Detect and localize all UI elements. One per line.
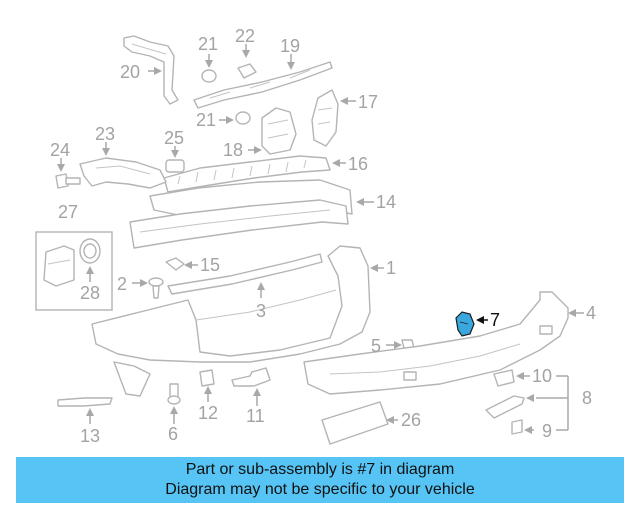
callout-17[interactable]: 17 [358,92,378,112]
part-25-clip[interactable] [165,159,185,173]
callout-18[interactable]: 18 [223,140,243,160]
part-7-highlighted[interactable] [455,311,475,337]
part-21-clip-upper[interactable] [201,69,217,83]
callout-28[interactable]: 28 [80,283,100,303]
part-11-bracket[interactable] [231,367,271,387]
callout-9[interactable]: 9 [542,421,552,441]
callout-1[interactable]: 1 [386,258,396,278]
part-20-bracket[interactable] [123,35,179,105]
part-21-clip-lower[interactable] [235,111,251,125]
part-19-strip[interactable] [193,61,333,109]
part-17-bracket[interactable] [311,89,339,147]
callouts: 20 21 22 19 21 17 18 23 24 25 16 14 27 2… [50,26,596,446]
callout-5[interactable]: 5 [371,336,381,356]
callout-14[interactable]: 14 [376,192,396,212]
callout-11[interactable]: 11 [246,406,265,426]
part-3-molding[interactable] [167,253,323,295]
callout-3[interactable]: 3 [256,301,266,321]
callout-24[interactable]: 24 [50,140,70,160]
part-lower-corner[interactable] [113,361,151,397]
callout-7[interactable]: 7 [490,310,500,330]
callout-10[interactable]: 10 [532,366,552,386]
callout-21-lower[interactable]: 21 [196,110,216,130]
part-15-clip[interactable] [165,257,185,271]
part-8-reflector[interactable] [485,395,525,419]
callout-20[interactable]: 20 [120,62,140,82]
part-13-reflector[interactable] [57,397,113,407]
callout-25[interactable]: 25 [164,128,184,148]
callout-6[interactable]: 6 [168,424,178,444]
part-22-pad[interactable] [237,63,257,79]
part-1-bumper-cover[interactable] [91,245,371,363]
callout-16[interactable]: 16 [348,154,368,174]
part-2-screw[interactable] [148,277,164,299]
part-9-fastener[interactable] [511,419,523,435]
part-6-bolt[interactable] [167,383,181,405]
part-12-retainer[interactable] [199,369,215,387]
callout-2[interactable]: 2 [117,274,127,294]
callout-21-upper[interactable]: 21 [198,34,218,54]
callout-8[interactable]: 8 [582,388,592,408]
callout-12[interactable]: 12 [198,403,218,423]
part-27-sensor-kit[interactable] [35,231,113,311]
part-14-reinforcement[interactable] [129,179,353,249]
banner-line-disclaimer: Diagram may not be specific to your vehi… [165,481,475,498]
callout-26[interactable]: 26 [401,410,421,430]
callout-15[interactable]: 15 [200,255,220,275]
callout-23[interactable]: 23 [95,124,115,144]
part-18-bracket[interactable] [261,107,297,155]
callout-13[interactable]: 13 [80,426,100,446]
callout-19[interactable]: 19 [280,36,300,56]
callout-4[interactable]: 4 [586,303,596,323]
part-23-bracket[interactable] [79,157,167,189]
callout-22[interactable]: 22 [235,26,255,46]
callout-27[interactable]: 27 [58,202,78,222]
part-10-bracket[interactable] [493,369,515,387]
part-28-grommet[interactable] [79,238,101,264]
part-26-plate-bracket[interactable] [321,401,389,445]
leader-lines [57,44,584,434]
info-banner: Part or sub-assembly is #7 in diagram Di… [16,457,624,503]
part-16-absorber[interactable] [163,155,331,193]
part-24-bolt[interactable] [55,173,81,189]
banner-line-part: Part or sub-assembly is #7 in diagram [185,461,455,478]
